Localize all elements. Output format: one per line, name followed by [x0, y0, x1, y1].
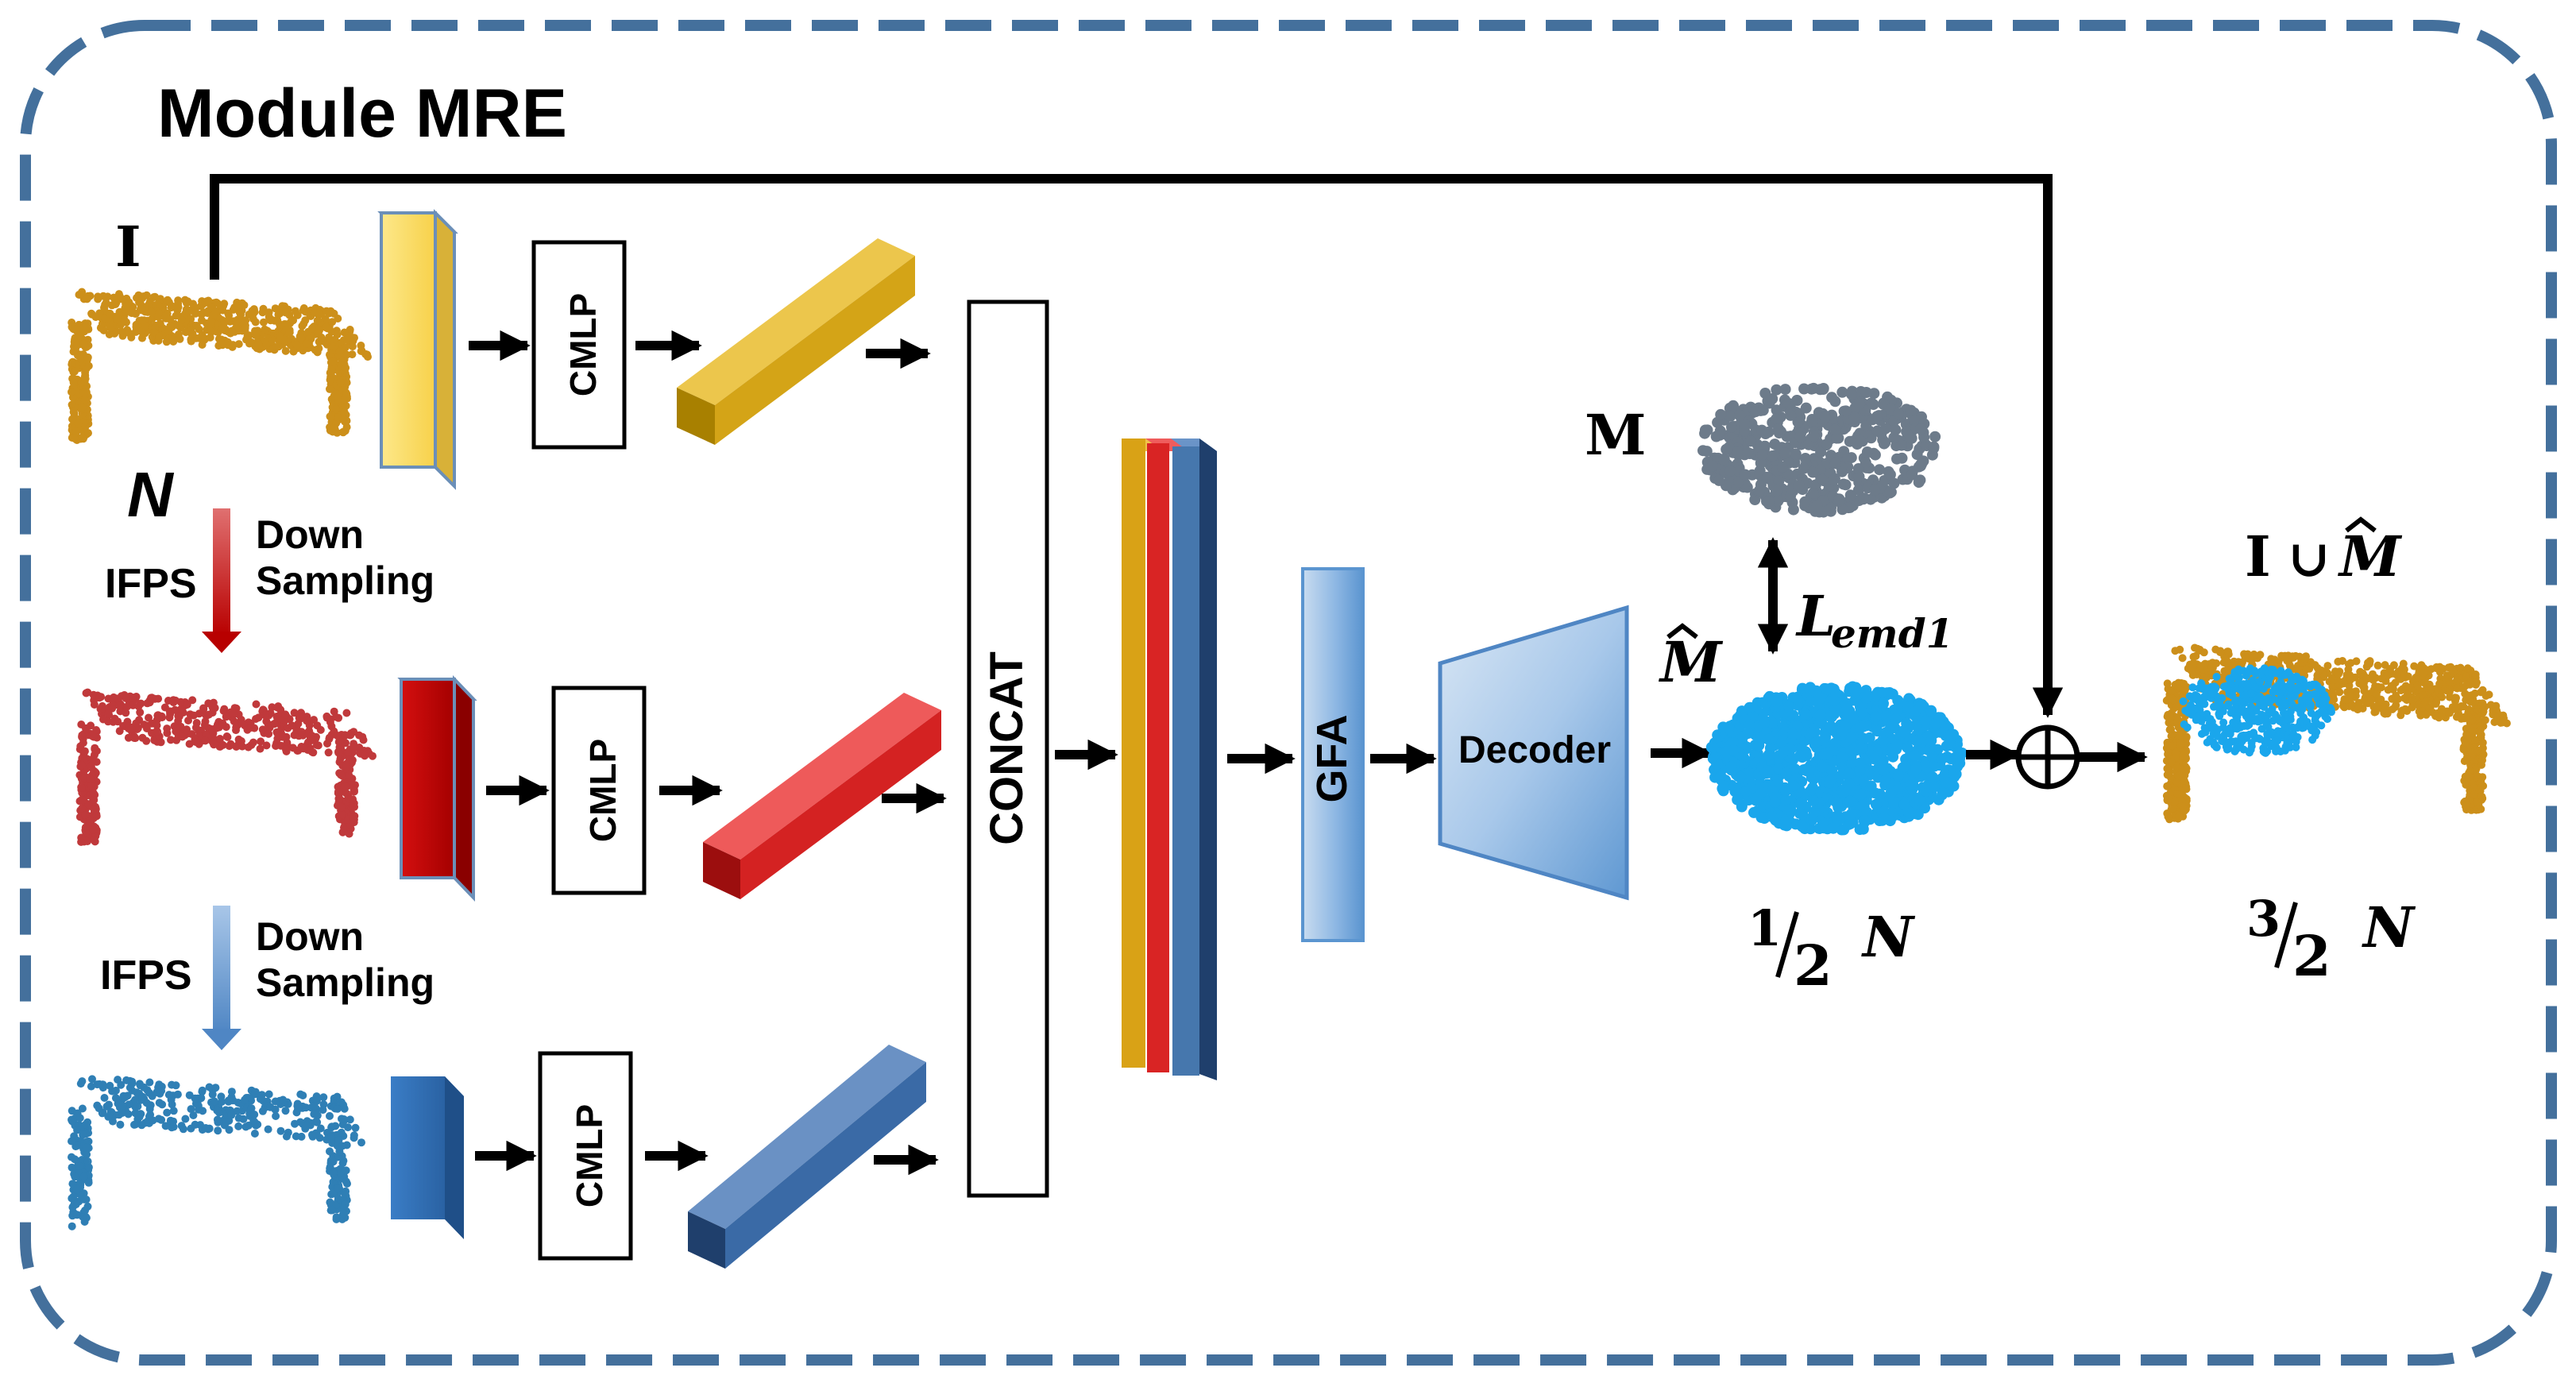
cmlp-label-1: CMLP: [562, 293, 604, 396]
down-sampling-arrow-2: [202, 906, 241, 1050]
input-label-n: N: [127, 459, 175, 530]
emd-loss-label: L emd1: [1795, 583, 1953, 657]
ground-truth-missing-cloud: [1697, 382, 1941, 518]
skip-connection-line: [210, 174, 2064, 718]
svg-text:1: 1: [1748, 899, 1782, 957]
feature-vector-blue: [688, 1045, 926, 1269]
concat-label: CONCAT: [981, 651, 1033, 845]
gfa-label: GFA: [1308, 714, 1356, 802]
cmlp-label-3: CMLP: [569, 1104, 610, 1207]
cmlp-block-2: [551, 686, 647, 895]
input-point-cloud-orange: [68, 288, 372, 444]
cmlp-block-3: [538, 1051, 633, 1261]
down-label-2: Down: [256, 914, 364, 959]
downsampled-point-cloud-red: [75, 688, 377, 846]
cmlp-block-1: [531, 240, 627, 450]
decoder-block: [1438, 605, 1629, 901]
concat-block: [967, 299, 1049, 1198]
ifps-label-1: IFPS: [105, 561, 197, 607]
svg-text:M: M: [1659, 629, 1724, 695]
ifps-label-2: IFPS: [100, 952, 192, 999]
label-m-ground-truth: M: [1585, 402, 1647, 468]
feature-vector-red: [703, 693, 941, 899]
completed-point-cloud: [2162, 643, 2511, 824]
downsampled-point-cloud-blue: [68, 1075, 365, 1231]
feature-vector-yellow: [677, 238, 915, 445]
svg-text:2: 2: [1794, 933, 1833, 999]
decoder-label: Decoder: [1458, 729, 1611, 771]
label-three-half-n: 3 2 N: [2246, 890, 2416, 989]
sampling-label-2: Sampling: [256, 960, 434, 1005]
label-m-hat: M: [1659, 623, 1724, 695]
svg-text:emd1: emd1: [1831, 610, 1953, 657]
down-label-1: Down: [256, 512, 364, 557]
predicted-missing-cloud: [1705, 681, 1968, 836]
module-frame: [20, 20, 2557, 1366]
svg-text:N: N: [1861, 904, 1916, 970]
concatenated-feature-stack: [1122, 439, 1217, 1080]
input-label-i: I: [115, 214, 141, 280]
label-half-n: 1 2 N: [1748, 899, 1916, 999]
sampling-label-1: Sampling: [256, 558, 434, 603]
module-title: Module MRE: [157, 75, 567, 152]
gfa-block: [1301, 567, 1365, 942]
down-sampling-arrow-1: [202, 508, 241, 653]
svg-text:L: L: [1795, 583, 1836, 649]
feature-block-blue: [391, 1076, 464, 1239]
cmlp-label-2: CMLP: [582, 739, 624, 842]
label-union: I ∪ M: [2245, 516, 2403, 589]
merge-plus-operator: [2015, 724, 2080, 790]
feature-block-red: [397, 675, 477, 902]
feature-block-yellow: [377, 209, 458, 490]
